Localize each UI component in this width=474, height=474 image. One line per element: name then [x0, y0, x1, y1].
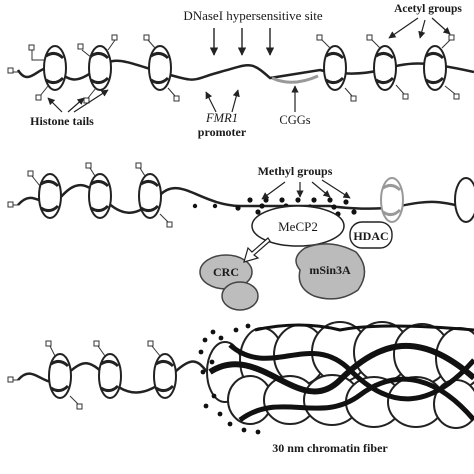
crc-shape-2 [221, 281, 259, 311]
promoter-label: promoter [198, 125, 247, 139]
msin3a-label: mSin3A [309, 263, 351, 277]
nucleosome-grey [380, 177, 404, 223]
nucleosome [88, 173, 112, 219]
acetyl-label: Acetyl groups [394, 3, 462, 15]
acetyl-arrows [388, 17, 451, 39]
promoter-arrows [205, 89, 240, 113]
nucleosome [323, 45, 347, 91]
nucleosome [98, 353, 122, 399]
nucleosome [148, 45, 172, 91]
histone-tails-label: Histone tails [30, 114, 94, 128]
fiber-methyl-dots [198, 323, 261, 435]
histone-tails [7, 162, 173, 228]
nucleosome [88, 45, 112, 91]
hdac-box [349, 221, 393, 249]
recruit-arrow [243, 237, 271, 263]
nucleosome [38, 173, 62, 219]
nucleosome [373, 45, 397, 91]
nucleosome [454, 177, 474, 223]
hdac-label: HDAC [353, 229, 388, 243]
mecp2-label: MeCP2 [278, 219, 318, 234]
fmr1-label: FMR1 [205, 111, 238, 125]
dna-strand-top [16, 59, 474, 81]
mecp2-shape [251, 205, 345, 247]
msin3a-shape [295, 243, 366, 300]
histone-tails [7, 340, 161, 410]
dna-strand-middle [17, 183, 474, 214]
panel-middle: Methyl groups MeCP2 HDAC mSin3A CRC [7, 162, 474, 311]
methyl-arrows [261, 179, 351, 200]
nucleosome [423, 45, 447, 91]
chromatin-fiber [206, 321, 474, 429]
methyl-label: Methyl groups [258, 164, 333, 178]
nucleosome [138, 173, 162, 219]
panel-top: DNaseI hypersensitive site Acetyl groups… [7, 3, 474, 139]
fiber-label: 30 nm chromatin fiber [272, 441, 388, 455]
nucleosome [48, 353, 72, 399]
nucleosome [153, 353, 177, 399]
histone-tails [7, 34, 460, 104]
panel-bottom: 30 nm chromatin fiber [7, 321, 474, 455]
nucleosome [43, 45, 67, 91]
cgg-label: CGGs [279, 113, 310, 127]
crc-label: CRC [213, 265, 239, 279]
cgg-repeat-segment [271, 74, 319, 84]
histone-arrows [47, 89, 109, 113]
dnase-arrows [209, 28, 275, 56]
dnase-label: DNaseI hypersensitive site [183, 8, 323, 23]
